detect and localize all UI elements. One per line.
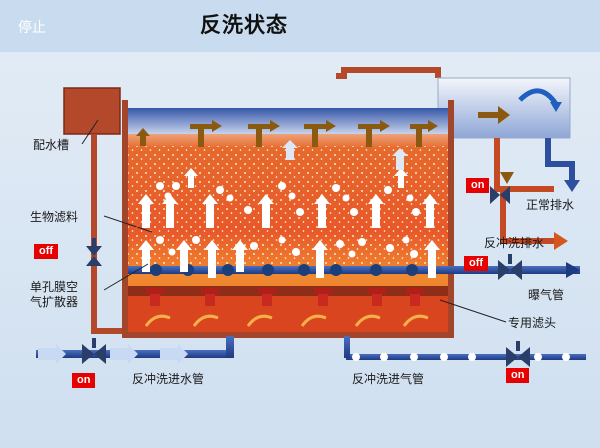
backwash-drain-label: 反冲洗排水 [484, 236, 545, 250]
left-valve-badge[interactable]: off [34, 244, 59, 259]
upflow-arrows [138, 168, 440, 278]
leader-lines [81, 119, 507, 323]
overflow-arrow [518, 88, 559, 106]
filter-heads [146, 288, 424, 306]
diffuser-label-line2: 气扩散器 [30, 295, 79, 309]
header-band [0, 0, 600, 52]
water-inlet-valve-icon[interactable] [82, 344, 94, 364]
backwash-air-pipe [346, 354, 586, 360]
filter-head-label: 专用滤头 [508, 316, 557, 330]
normal-drain-pipe [545, 138, 575, 184]
normal-drain-label: 正常排水 [526, 198, 575, 212]
air-inlet-valve-badge[interactable]: on [506, 368, 530, 383]
drain-valve-icon[interactable] [490, 186, 500, 204]
air-inlet-valve-icon[interactable] [506, 347, 518, 367]
filter-plate [128, 286, 448, 296]
distribution-tank-label: 配水槽 [33, 138, 70, 152]
aeration-valve-badge[interactable]: off [464, 256, 489, 271]
backwash-drain-pipe [494, 138, 500, 190]
lower-plenum [128, 296, 448, 332]
diffuser-label-line1: 单孔膜空 [30, 280, 79, 294]
outlet-tank [437, 77, 571, 139]
plenum-flow-arrows [144, 314, 429, 327]
page-title: 反洗状态 [200, 13, 288, 37]
water-inlet-valve-badge[interactable]: on [72, 373, 96, 388]
bubbles [156, 182, 420, 258]
diffusers [150, 264, 418, 276]
bio-media-label: 生物滤料 [30, 210, 79, 224]
top-flow-arrows [136, 106, 510, 147]
distribution-downpipe [91, 134, 97, 334]
status-text: 停止 [18, 20, 46, 36]
distribution-tank [63, 87, 121, 135]
aeration-valve-icon[interactable] [498, 260, 510, 280]
backwash-air-inlet-label: 反冲洗进气管 [352, 372, 425, 386]
aeration-pipe-label: 曝气管 [528, 288, 565, 302]
backwash-water-inlet-label: 反冲洗进水管 [132, 372, 205, 386]
aeration-pipe-inner [128, 266, 450, 274]
drain-valve-badge[interactable]: on [466, 178, 490, 193]
drain-arrow-icon [500, 172, 514, 184]
left-valve-icon[interactable] [86, 246, 102, 256]
